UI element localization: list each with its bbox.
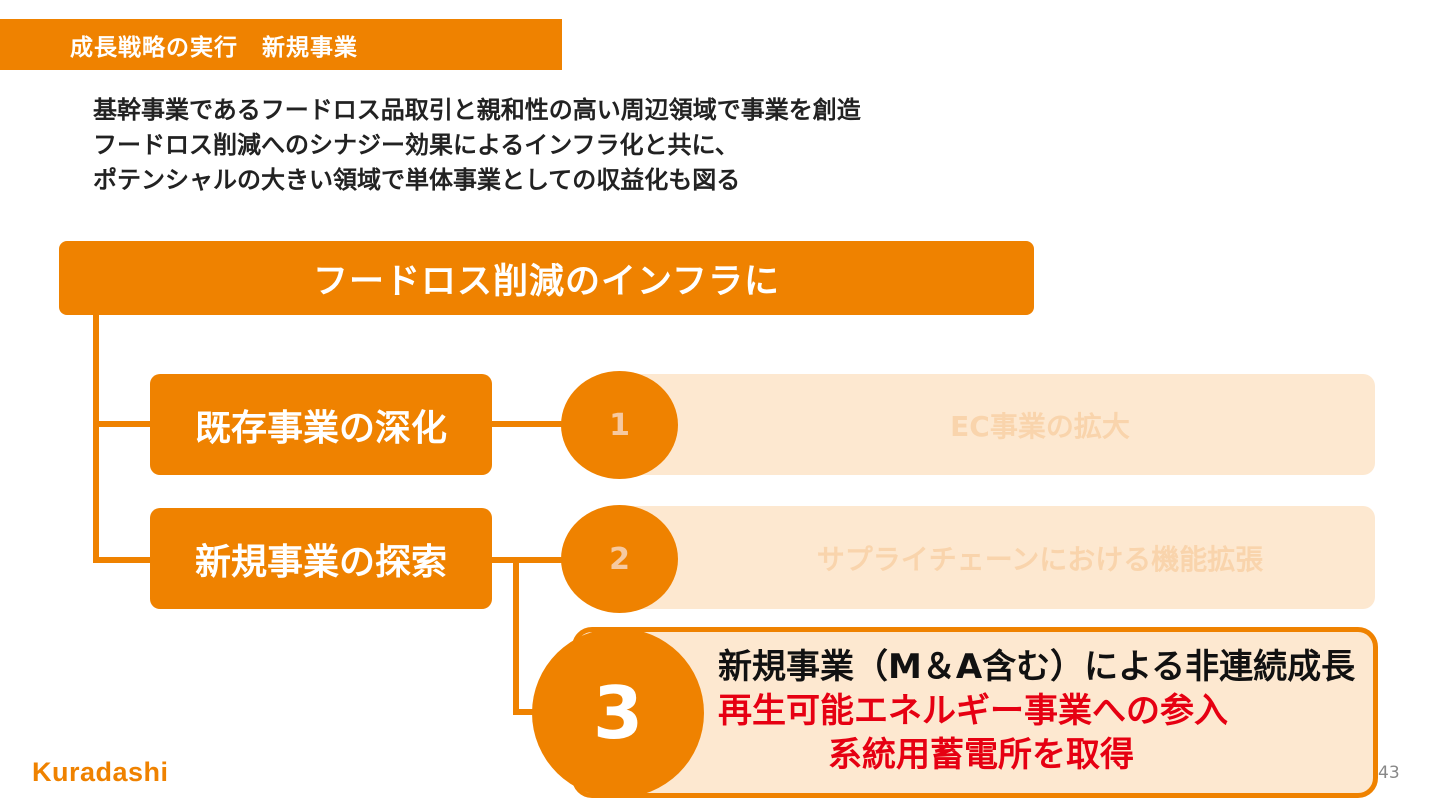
top-goal-box: フードロス削減のインフラに: [59, 241, 1034, 315]
category-new: 新規事業の探索: [150, 508, 492, 609]
top-goal-label: フードロス削減のインフラに: [313, 261, 780, 302]
section-title: 成長戦略の実行 新規事業: [70, 34, 358, 61]
sub-trunk-line: [513, 560, 519, 715]
item-2-panel: サプライチェーンにおける機能拡張: [610, 506, 1375, 609]
link-line-3: [513, 709, 543, 715]
category-existing: 既存事業の深化: [150, 374, 492, 475]
intro-line-2: フードロス削減へのシナジー効果によるインフラ化と共に、: [93, 131, 739, 159]
branch-line-2: [93, 557, 151, 563]
section-header: 成長戦略の実行 新規事業: [0, 19, 562, 70]
item-3-sub2: 系統用蓄電所を取得: [828, 735, 1134, 775]
item-1-panel: EC事業の拡大: [610, 374, 1375, 475]
trunk-line: [93, 315, 99, 563]
kuradashi-logo: Kuradashi: [32, 757, 169, 788]
page-number: 43: [1378, 763, 1400, 783]
item-1-number: 1: [609, 407, 630, 443]
item-3-text: 新規事業（M＆A含む）による非連続成長 再生可能エネルギー事業への参入 系統用蓄…: [718, 645, 1368, 777]
item-3-title: 新規事業（M＆A含む）による非連続成長: [718, 647, 1356, 687]
item-3-number-badge: 3: [532, 628, 704, 798]
intro-line-1: 基幹事業であるフードロス品取引と親和性の高い周辺領域で事業を創造: [93, 96, 861, 124]
item-2-label: サプライチェーンにおける機能拡張: [816, 542, 1264, 576]
category-existing-label: 既存事業の深化: [194, 407, 447, 449]
link-line-1: [492, 421, 567, 427]
branch-line-1: [93, 421, 151, 427]
item-3-panel: [572, 627, 1378, 798]
page-number-text: 43: [1378, 763, 1400, 783]
intro-line-3: ポテンシャルの大きい領域で単体事業としての収益化も図る: [93, 166, 741, 194]
item-2-number: 2: [609, 541, 630, 577]
item-2-number-badge: 2: [561, 505, 678, 613]
category-new-label: 新規事業の探索: [194, 541, 447, 583]
intro-text: 基幹事業であるフードロス品取引と親和性の高い周辺領域で事業を創造 フードロス削減…: [93, 93, 1053, 198]
item-3-number: 3: [592, 671, 644, 755]
link-line-2: [492, 557, 567, 563]
item-3-sub1: 再生可能エネルギー事業への参入: [718, 691, 1228, 731]
logo-text: Kuradashi: [32, 757, 169, 787]
item-1-number-badge: 1: [561, 371, 678, 479]
item-1-label: EC事業の拡大: [950, 409, 1130, 443]
